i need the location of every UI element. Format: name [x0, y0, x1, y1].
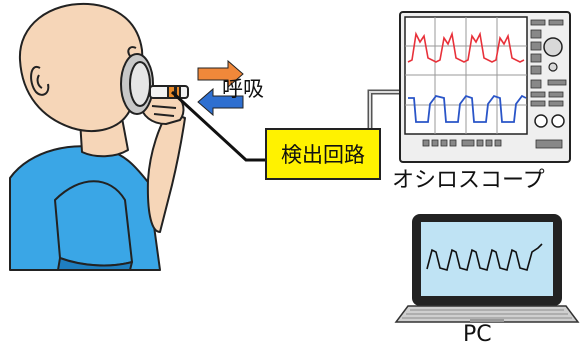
pc-label: PC: [463, 322, 492, 347]
exhale-arrow-icon: [197, 59, 244, 89]
inhale-arrow-icon: [197, 87, 244, 117]
person-icon: [9, 2, 186, 271]
sensor-wire: [170, 90, 265, 162]
oscilloscope-icon: [399, 11, 571, 163]
detection-circuit-label: 検出回路: [281, 143, 365, 167]
oscilloscope-label: オシロスコープ: [392, 168, 545, 193]
detection-circuit-box: 検出回路: [265, 128, 381, 180]
breathing-label: 呼吸: [222, 77, 264, 101]
oxygen-mask-icon: [120, 46, 189, 115]
laptop-icon: [394, 214, 580, 323]
circuit-to-scope-wire: [367, 89, 402, 128]
